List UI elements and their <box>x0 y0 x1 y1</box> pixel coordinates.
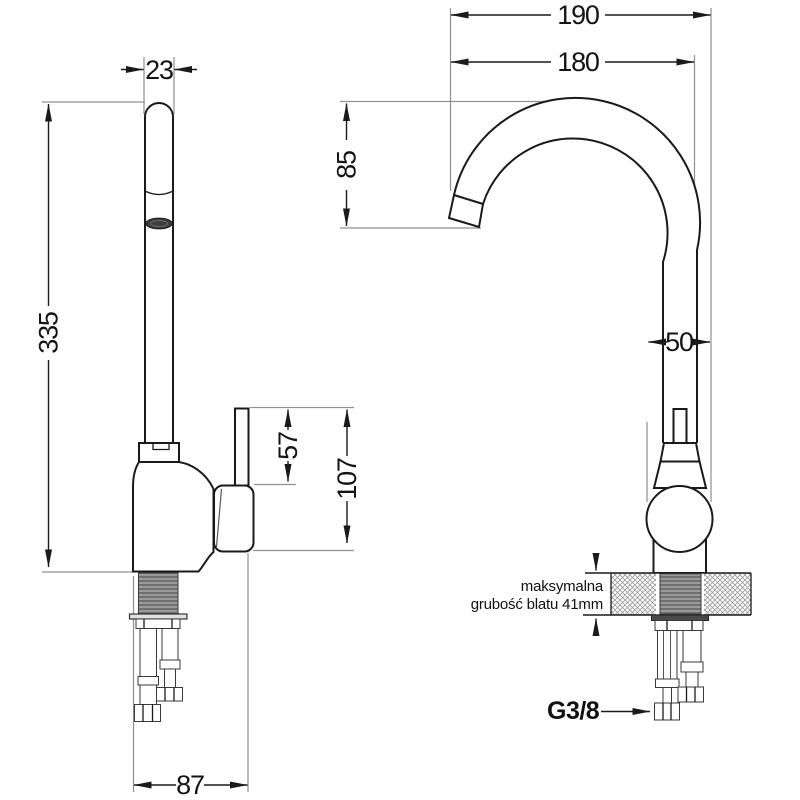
countertop-note-line2: grubość blatu 41mm <box>471 596 603 613</box>
nut-facets-side <box>143 619 173 629</box>
dim-label-87: 87 <box>176 770 204 800</box>
hose-tube <box>139 628 157 677</box>
dim-label-57: 57 <box>273 432 303 460</box>
body-shoulder <box>652 460 708 489</box>
dimension-23: 23 <box>121 55 197 85</box>
gooseneck-inner <box>482 137 669 443</box>
spout-tube <box>144 102 174 443</box>
mounting-nut-front <box>654 620 704 631</box>
aerator-mesh <box>150 220 168 227</box>
hose-stem <box>164 668 176 688</box>
extension-lines <box>42 8 712 792</box>
dimension-85: 85 <box>332 103 362 227</box>
hose-coupling <box>680 661 704 673</box>
aerator <box>145 217 173 230</box>
countertop-sides <box>610 573 752 615</box>
dim-label-335: 335 <box>34 312 64 354</box>
spout-outlet <box>447 193 485 229</box>
dimension-180: 180 <box>450 47 695 77</box>
dimension-50: 50 <box>648 327 711 357</box>
handle-base-collar <box>659 442 701 463</box>
front-view <box>447 96 752 721</box>
hose-coupling <box>137 676 159 686</box>
hose-tube <box>139 684 157 705</box>
hose-nut-facets <box>142 704 154 722</box>
hose-tube <box>161 628 179 661</box>
hose-nut <box>654 702 680 721</box>
nut-facets-front <box>666 620 693 631</box>
threaded-shank-side <box>138 572 179 615</box>
collar-notch <box>152 444 170 451</box>
dimension-335: 335 <box>34 103 64 568</box>
hose-nut <box>156 687 183 702</box>
spout-collar <box>138 442 180 463</box>
mounting-flange-front <box>651 614 709 621</box>
supply-hoses-front <box>654 630 704 721</box>
faucet-body-side <box>132 461 215 573</box>
dimension-87: 87 <box>133 770 248 800</box>
dim-label-180: 180 <box>557 47 599 77</box>
dimensions: 190 180 23 335 85 50 <box>34 0 711 800</box>
dim-label-190: 190 <box>557 0 599 30</box>
dimension-107: 107 <box>332 409 362 544</box>
escutcheon-shade-line <box>215 488 223 548</box>
dim-label-50: 50 <box>665 327 693 357</box>
dimension-57: 57 <box>273 409 303 482</box>
hose-coupling <box>655 678 680 688</box>
mounting-flange-side <box>128 613 188 620</box>
spout-seam <box>145 190 173 196</box>
handle-escutcheon <box>213 484 255 553</box>
hose-nut-facets <box>685 687 696 702</box>
hose-tube <box>657 630 678 680</box>
thread-size-callout: G3/8 <box>547 697 651 725</box>
hose-stem <box>662 687 672 704</box>
side-view <box>128 102 255 722</box>
hose-nut <box>134 704 161 722</box>
hose-tube <box>682 630 702 663</box>
countertop <box>583 572 752 616</box>
dim-label-23: 23 <box>145 55 173 85</box>
supply-hoses-side <box>134 628 183 722</box>
hose-nut-facets <box>164 687 175 701</box>
hose-nut <box>677 686 704 703</box>
hose-stem <box>685 671 699 688</box>
handle-lever-side <box>234 407 250 487</box>
hose-nut-facets <box>662 703 672 720</box>
dimension-190: 190 <box>450 0 711 30</box>
countertop-note-line1: maksymalna <box>521 578 604 595</box>
handle-lever-front <box>672 408 688 445</box>
mounting-nut-side <box>135 618 181 629</box>
body-sphere <box>645 485 714 553</box>
dim-label-85: 85 <box>332 151 362 179</box>
hose-coupling <box>159 659 181 670</box>
dim-label-107: 107 <box>332 458 362 500</box>
countertop-thickness-note: maksymalna grubość blatu 41mm <box>471 553 604 636</box>
hose-braid-lines <box>663 630 671 679</box>
threaded-shank-front <box>659 573 702 615</box>
thread-size-label: G3/8 <box>547 697 600 725</box>
